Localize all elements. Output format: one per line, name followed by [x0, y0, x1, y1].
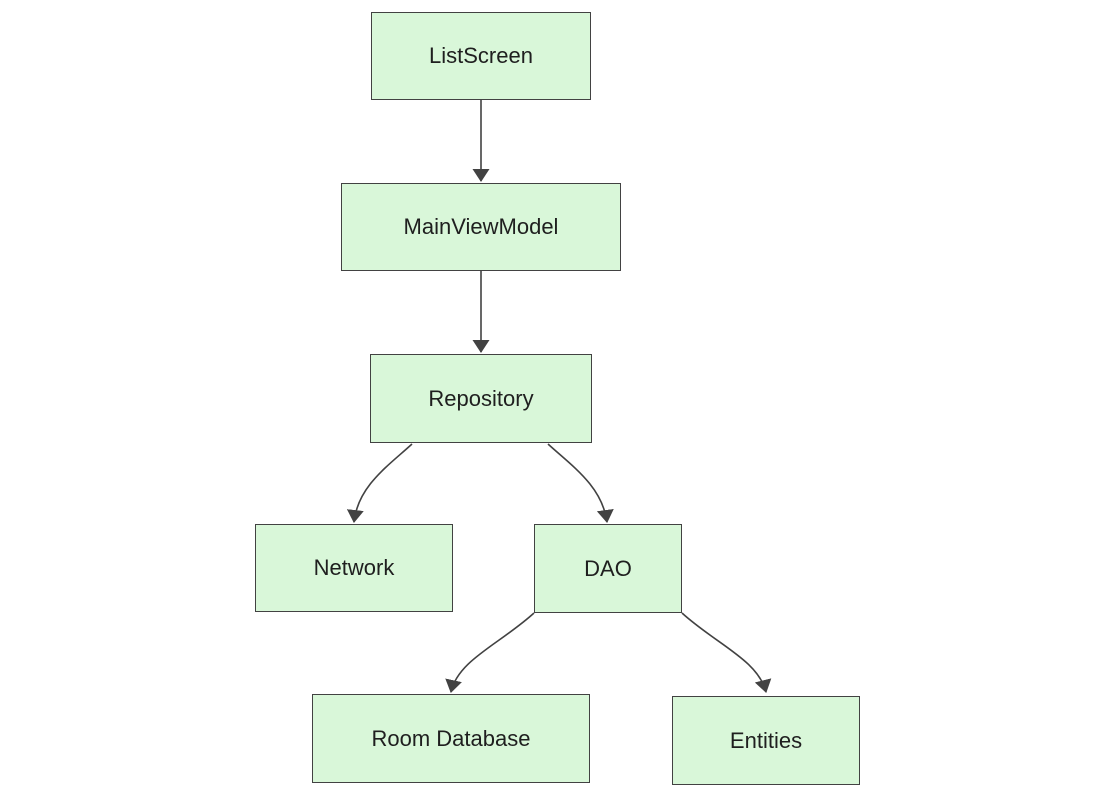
node-mainviewmodel: MainViewModel	[341, 183, 621, 271]
node-roomdatabase: Room Database	[312, 694, 590, 783]
node-listscreen: ListScreen	[371, 12, 591, 100]
edge-dao-roomdatabase	[445, 612, 535, 693]
node-network: Network	[255, 524, 453, 612]
node-entities: Entities	[672, 696, 860, 785]
edge-repository-network	[346, 443, 413, 523]
edge-repository-dao	[547, 443, 614, 523]
node-repository: Repository	[370, 354, 592, 443]
edge-dao-entities	[681, 612, 772, 693]
node-dao: DAO	[534, 524, 682, 613]
